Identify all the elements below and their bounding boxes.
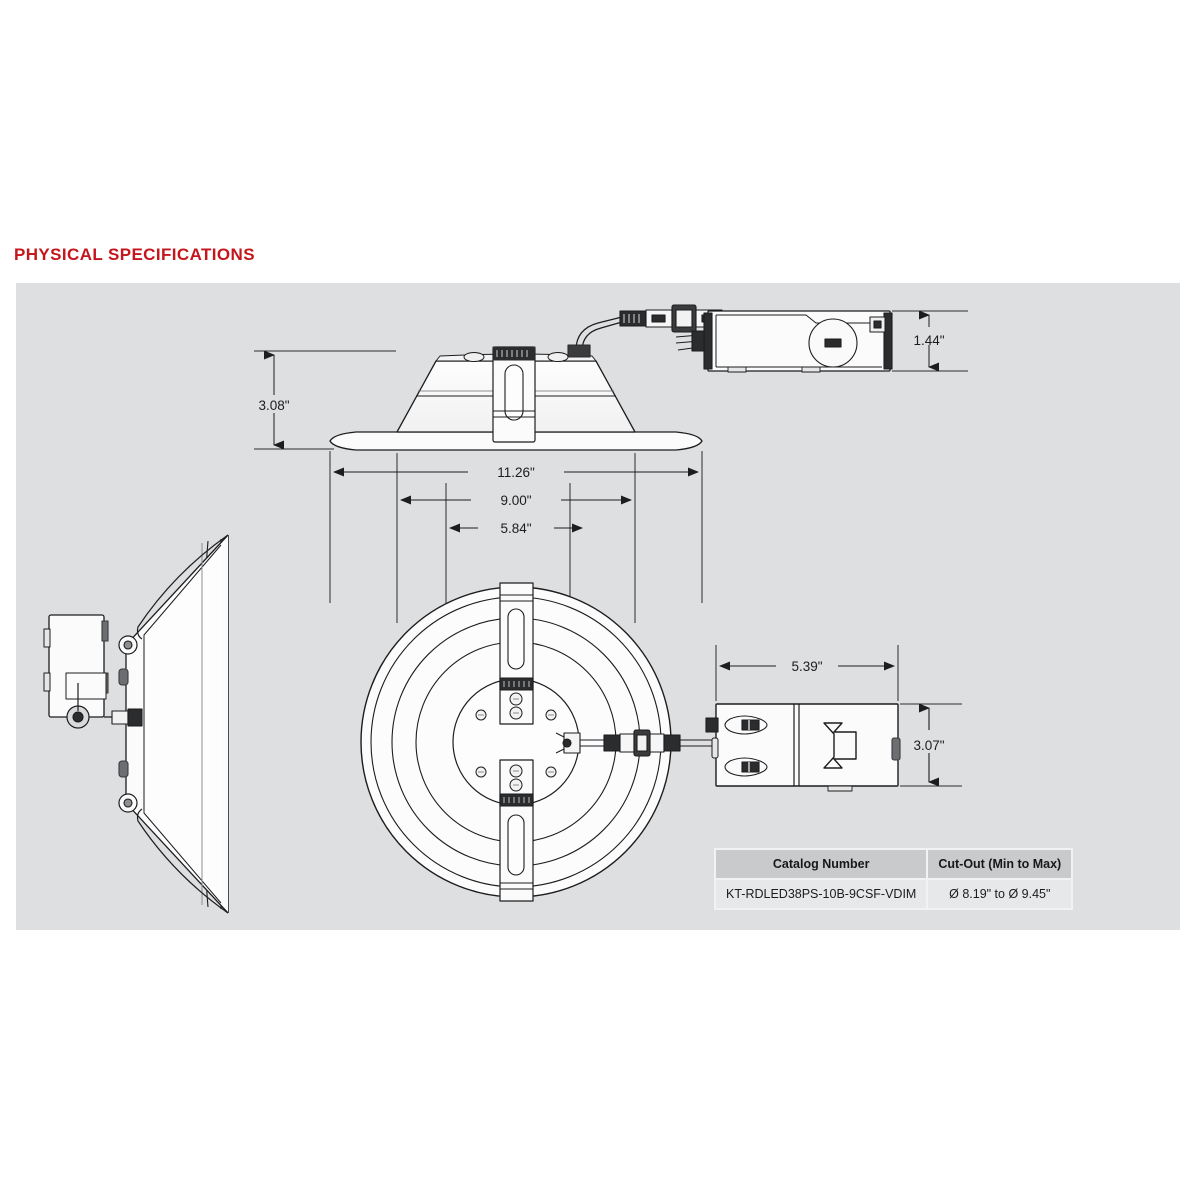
physical-specifications-panel: 3.08" 1.44" — [16, 283, 1180, 930]
dimension-label-driver-depth: 3.07" — [913, 738, 944, 753]
mounting-bracket-bottom — [499, 759, 534, 902]
dimension-5-39 — [715, 645, 899, 701]
technical-drawing: 3.08" 1.44" — [43, 304, 968, 914]
left-elevation-view — [43, 534, 229, 914]
column-header-cut-out: Cut-Out (Min to Max) — [928, 850, 1072, 878]
dimension-label-aperture-inner: 5.84" — [500, 521, 531, 536]
mounting-bracket-top — [499, 582, 534, 725]
dimension-label-height: 3.08" — [258, 398, 289, 413]
driver-arrow-glyph — [823, 722, 857, 769]
dimension-1-44 — [892, 310, 968, 372]
driver-box-profile — [43, 614, 143, 729]
plan-connector — [555, 729, 716, 757]
dimension-label-aperture-outer: 9.00" — [500, 493, 531, 508]
dimension-label-flange: 11.26" — [497, 465, 535, 480]
cutout-table: Catalog Number Cut-Out (Min to Max) KT-R… — [714, 848, 1074, 910]
plan-view — [360, 582, 716, 902]
table-row: KT-RDLED38PS-10B-9CSF-VDIM Ø 8.19" to Ø … — [716, 880, 1072, 908]
top-elevation-view — [329, 304, 893, 451]
dimension-label-driver-width: 5.39" — [791, 659, 822, 674]
dimension-label-driver-height: 1.44" — [913, 333, 944, 348]
cell-cut-out: Ø 8.19" to Ø 9.45" — [928, 880, 1072, 908]
driver-box-plan — [705, 703, 901, 792]
page-title: PHYSICAL SPECIFICATIONS — [14, 245, 255, 264]
dimension-3-08 — [254, 350, 396, 450]
column-header-catalog-number: Catalog Number — [716, 850, 927, 878]
table-header-row: Catalog Number Cut-Out (Min to Max) — [716, 850, 1072, 878]
driver-box-elevation — [675, 310, 893, 373]
cell-catalog-number: KT-RDLED38PS-10B-9CSF-VDIM — [716, 880, 927, 908]
